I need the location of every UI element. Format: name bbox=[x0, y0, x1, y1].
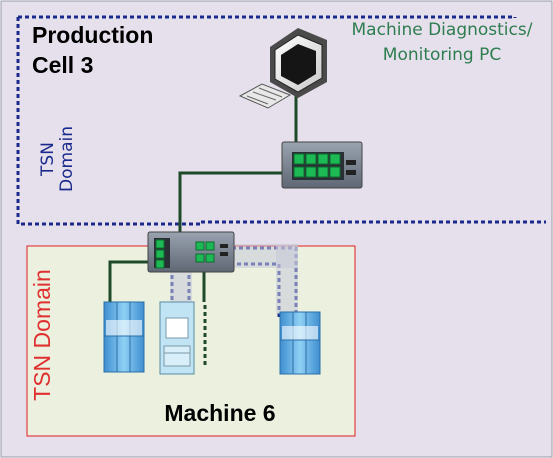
cable-machine-switch-to-left-io bbox=[108, 260, 158, 302]
cable-top-switch-to-machine-switch bbox=[178, 171, 288, 234]
network-switch-top bbox=[281, 141, 363, 189]
hmi-panel-center bbox=[159, 301, 195, 375]
network-cables bbox=[108, 95, 298, 365]
pc-label: Machine Diagnostics/ Monitoring PC bbox=[330, 18, 553, 68]
production-cell-title-line2: Cell 3 bbox=[32, 52, 94, 78]
tsn-domain-label-inner: TSN Domain bbox=[29, 269, 55, 401]
tsn-domain-boundary-outer bbox=[16, 15, 546, 226]
production-cell-title-line1: Production bbox=[32, 22, 154, 48]
io-module-right bbox=[279, 311, 321, 375]
tsn-domain-label-outer: TSN Domain bbox=[38, 109, 77, 209]
pc-label-line1: Machine Diagnostics/ bbox=[351, 20, 533, 40]
computer-icon bbox=[238, 28, 327, 109]
tsn-domain-label-outer-line1: TSN bbox=[38, 142, 58, 176]
production-cell-title: Production Cell 3 bbox=[32, 20, 153, 80]
tsn-domain-label-outer-line2: Domain bbox=[57, 126, 77, 192]
io-module-left bbox=[103, 301, 145, 373]
machine-title: Machine 6 bbox=[164, 400, 276, 426]
network-switch-machine bbox=[147, 231, 235, 273]
pc-label-line2: Monitoring PC bbox=[382, 45, 502, 65]
cable-channel-right bbox=[276, 244, 298, 314]
